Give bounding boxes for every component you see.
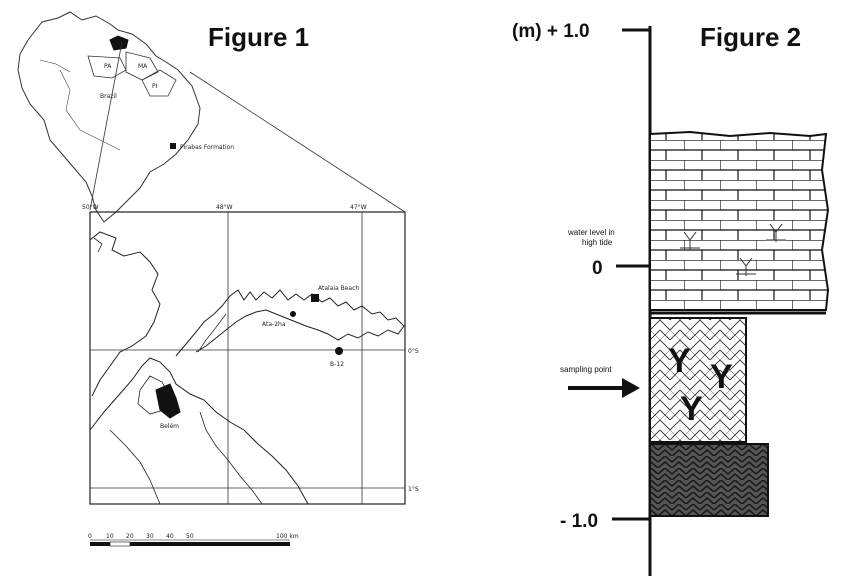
longitude-47w: 47°W [350,204,367,211]
latitude-1s: 1°S [408,486,419,493]
axis-label-zero: 0 [592,258,603,279]
latitude-0s: 0°S [408,348,419,355]
brazil-outline [17,11,201,223]
state-label-pa: PA [104,63,112,70]
axis-label-top: (m) + 1.0 [512,21,590,42]
country-label: Brazil [100,93,117,100]
main-map-frame [89,211,406,505]
axis-label-bottom: - 1.0 [560,511,598,532]
scale-tick-20: 20 [126,533,134,540]
svg-text:Y: Y [680,390,703,428]
figure1-title: Figure 1 [208,22,310,52]
svg-text:Y: Y [668,342,691,380]
fossil-symbols [680,223,786,276]
place-site: Ata-2ha [262,321,286,328]
place-city: Belém [160,423,179,430]
marl-bed [649,317,747,443]
longitude-48w: 48°W [216,204,233,211]
state-label-ma: MA [138,63,148,70]
sampling-point-label: sampling point [560,365,612,374]
limestone-bed [649,130,830,311]
svg-text:Y: Y [710,358,733,396]
scale-tick-0: 0 [88,533,92,540]
y-fossil-symbols: Y Y Y [668,342,733,428]
scale-tick-40: 40 [166,533,174,540]
scale-tick-100: 100 km [276,533,299,540]
scale-bar [90,539,290,547]
scale-tick-30: 30 [146,533,154,540]
state-label-pi: PI [152,83,158,90]
dark-bed [649,443,769,517]
water-level-line2: high tide [582,238,613,247]
place-beach: Atalaia Beach [318,285,359,292]
figure2-title: Figure 2 [700,22,802,52]
place-station: B-12 [330,361,344,368]
water-level-line1: water level in [567,228,615,237]
sampling-arrow [568,378,640,398]
scale-tick-50: 50 [186,533,194,540]
scale-tick-10: 10 [106,533,114,540]
longitude-50w: 50°W [82,204,99,211]
legend-label: Pirabas Formation [180,144,234,151]
